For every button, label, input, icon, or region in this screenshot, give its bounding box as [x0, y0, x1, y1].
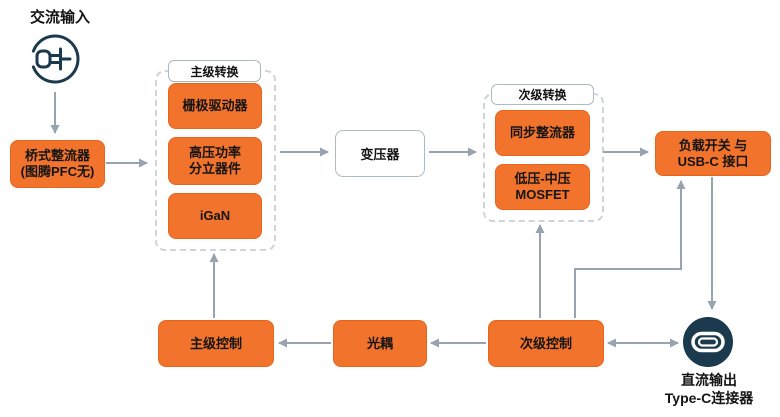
- secondary-conversion-tab: 次级转换: [491, 84, 594, 105]
- dc-output-line2: Type-C连接器: [664, 390, 754, 407]
- usb-c-connector-icon: [683, 317, 733, 372]
- secondary-control-box: 次级控制: [488, 320, 604, 367]
- sync-rectifier-box: 同步整流器: [495, 110, 590, 156]
- load-switch-usbc-box: 负载开关 与 USB-C 接口: [655, 131, 771, 176]
- gate-driver-box: 栅极驱动器: [168, 83, 262, 129]
- dc-output-line1: 直流输出: [681, 372, 737, 388]
- lv-mv-mosfet-box: 低压-中压 MOSFET: [495, 164, 590, 210]
- transformer-box: 变压器: [335, 130, 425, 177]
- bridge-rectifier-box: 桥式整流器 (图腾PFC无): [10, 140, 105, 188]
- hv-power-discretes-box: 高压功率 分立器件: [168, 137, 262, 185]
- primary-control-box: 主级控制: [158, 320, 274, 367]
- ac-plug-icon: [27, 31, 83, 92]
- optocoupler-box: 光耦: [333, 320, 427, 367]
- primary-conversion-tab: 主级转换: [168, 60, 261, 82]
- igan-box: iGaN: [168, 193, 262, 239]
- ac-input-label: 交流输入: [29, 9, 90, 26]
- dc-output-label: 直流输出 Type-C连接器: [643, 371, 775, 407]
